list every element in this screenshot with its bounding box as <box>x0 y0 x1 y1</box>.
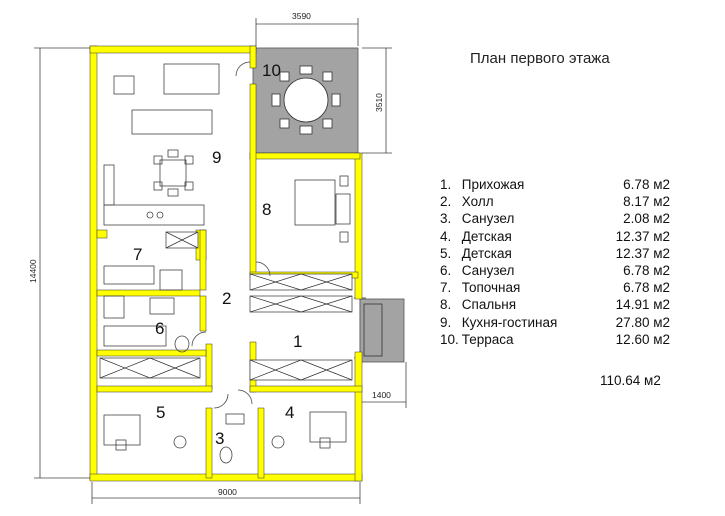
legend-name: Детская <box>461 245 512 261</box>
legend-area: 27.80 м2 <box>615 314 670 330</box>
legend-row: 4. Детская 12.37 м2 <box>440 228 670 245</box>
legend-num: 10. <box>440 331 459 347</box>
legend-area: 2.08 м2 <box>623 211 670 227</box>
dim-left: 14400 <box>28 259 38 283</box>
legend-area: 14.91 м2 <box>615 297 670 313</box>
legend-row: 8. Спальня 14.91 м2 <box>440 296 670 313</box>
legend-row: 5. Детская 12.37 м2 <box>440 245 670 262</box>
furniture <box>103 61 351 464</box>
legend-area: 12.37 м2 <box>615 245 670 261</box>
legend-row: 3. Санузел 2.08 м2 <box>440 210 670 227</box>
legend-num: 3. <box>440 211 452 227</box>
legend-name: Топочная <box>461 280 521 296</box>
legend-row: 2. Холл 8.17 м2 <box>440 193 670 210</box>
legend-name: Холл <box>461 194 494 210</box>
legend-area: 12.37 м2 <box>615 228 670 244</box>
room-label-1: 1 <box>293 332 302 351</box>
dim-top: 3590 <box>292 11 311 21</box>
room-label-10: 10 <box>262 61 281 80</box>
legend-num: 5. <box>440 245 452 261</box>
room-label-2: 2 <box>222 289 231 308</box>
room-label-7: 7 <box>133 245 142 264</box>
dim-bottom: 9000 <box>218 487 237 497</box>
legend-num: 8. <box>440 297 452 313</box>
room-label-9: 9 <box>212 148 221 167</box>
legend-area: 6.78 м2 <box>623 262 670 278</box>
legend-area: 6.78 м2 <box>623 280 670 296</box>
legend-row: 6. Санузел 6.78 м2 <box>440 262 670 279</box>
legend-num: 6. <box>440 262 452 278</box>
room-label-4: 4 <box>285 403 294 422</box>
legend-num: 4. <box>440 228 452 244</box>
dim-porch-width: 1400 <box>372 390 391 400</box>
legend-num: 7. <box>440 280 452 296</box>
legend-row: 10. Терраса 12.60 м2 <box>440 331 670 348</box>
legend-name: Спальня <box>461 297 517 313</box>
room-label-3: 3 <box>215 429 224 448</box>
room-label-5: 5 <box>156 403 165 422</box>
legend-num: 1. <box>440 177 452 192</box>
legend-name: Прихожая <box>461 177 525 192</box>
legend-name: Санузел <box>461 211 515 227</box>
porch-step <box>363 303 383 357</box>
wardrobes <box>99 231 353 381</box>
legend-name: Кухня-гостиная <box>461 314 558 330</box>
legend-name: Терраса <box>461 331 514 347</box>
legend-row: 9. Кухня-гостиная 27.80 м2 <box>440 314 670 331</box>
room-label-6: 6 <box>155 319 164 338</box>
plan-title: План первого этажа <box>470 50 610 67</box>
dim-terrace: 3510 <box>374 93 384 112</box>
legend-row: 1. Прихожая 6.78 м2 <box>440 176 670 193</box>
legend-row: 7. Топочная 6.78 м2 <box>440 279 670 296</box>
legend-name: Санузел <box>461 262 515 278</box>
legend-num: 2. <box>440 194 452 210</box>
legend-num: 9. <box>440 314 452 330</box>
terrace-table <box>271 65 341 135</box>
legend-area: 12.60 м2 <box>615 331 670 347</box>
total-area: 110.64 м2 <box>600 373 661 388</box>
legend-area: 6.78 м2 <box>623 177 670 192</box>
legend-area: 8.17 м2 <box>623 194 670 210</box>
room-label-8: 8 <box>262 200 271 219</box>
room-legend: 1. Прихожая 6.78 м2 2. Холл 8.17 м2 3. Сан… <box>440 176 670 348</box>
legend-name: Детская <box>461 228 512 244</box>
